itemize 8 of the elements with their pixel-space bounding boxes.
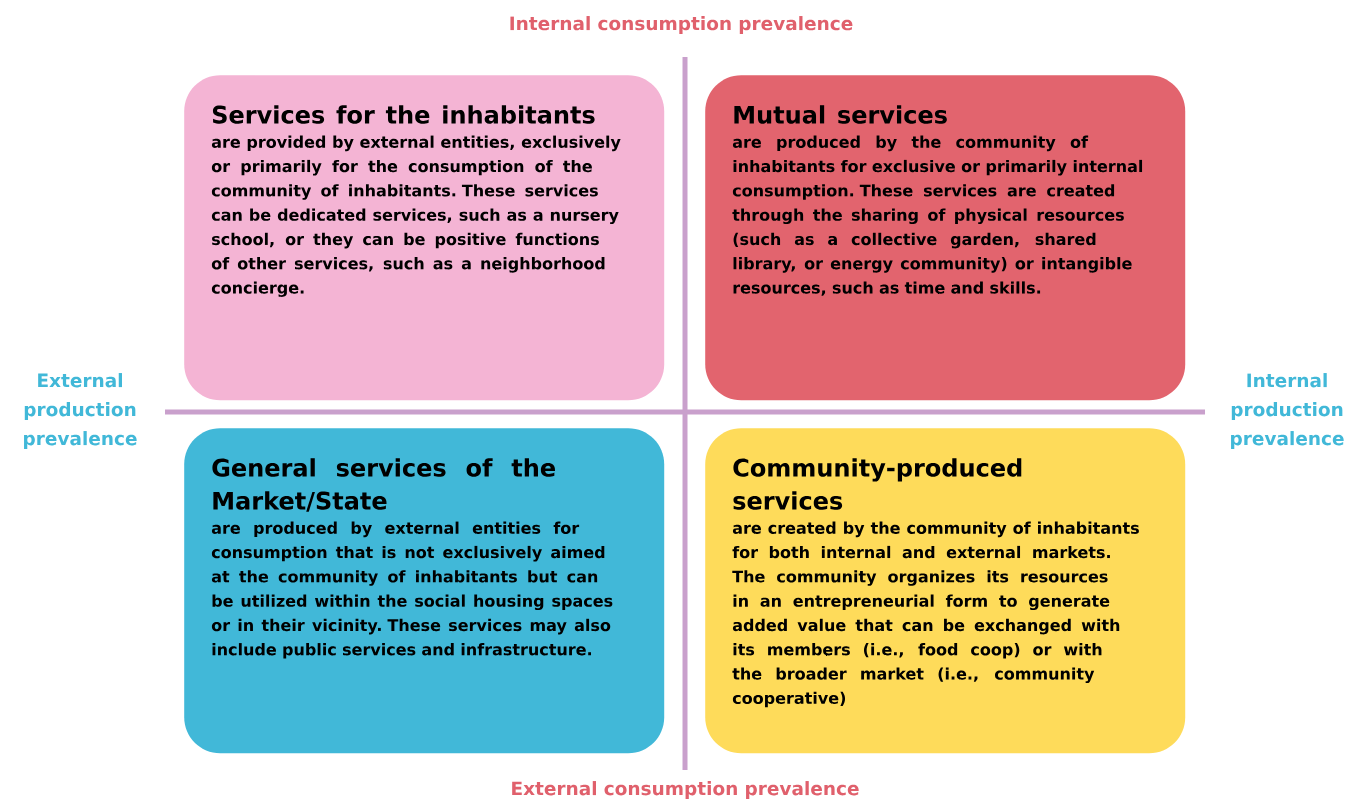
quadrant-card: Community-produced services are created by the community of inhabitants for both internal and external markets. The community organizes its resources in an entrepreneurial form to generate added value that can be exchanged with its members (i.e., food coop) or with the broader market (i.e., community cooperative) bbox=[705, 428, 1186, 754]
axis-label: External consumption prevalence bbox=[512, 781, 859, 799]
quadrant-card: Services for the inhabitants are provided by external entities, exclusively or primarily for the consumption of the community of inhabitants. These services can be dedicated services, such as a nursery school, or they can be positive functions of other services, such as a neighborhood concierge. bbox=[184, 75, 665, 401]
axis-label: External production prevalence bbox=[24, 373, 137, 449]
quadrant-card: General services of the Market/State are produced by external entities for consumption that is not exclusively aimed at the community of inhabitants but can be utilized within the social housing spaces or in their vicinity. These services may also include public services and infrastructure. bbox=[184, 428, 665, 754]
axis-label: Internal production prevalence bbox=[1231, 373, 1344, 449]
axis-label: Internal consumption prevalence bbox=[510, 16, 853, 34]
quadrant-card: Mutual services are produced by the community of inhabitants for exclusive or primarily internal consumption. These services are created through the sharing of physical resources (such as a collective garden, shared library, or energy community) or intangible resources, such as time and skills. bbox=[705, 75, 1186, 401]
